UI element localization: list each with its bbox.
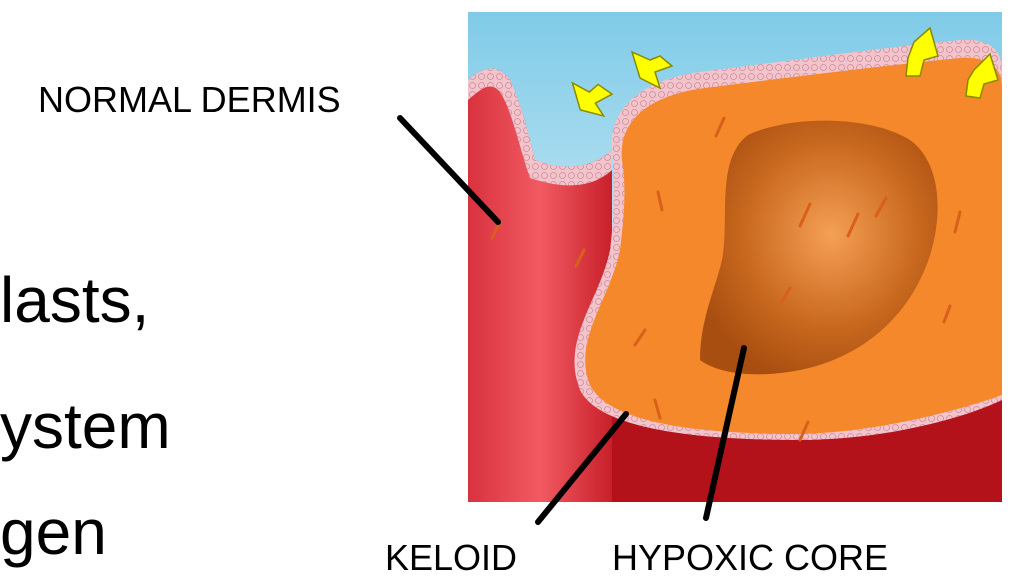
label-normal-dermis: NORMAL DERMIS	[38, 82, 341, 118]
slide-text-line: lasts,	[0, 268, 149, 332]
slide-text-line: gen	[0, 500, 107, 564]
label-keloid: KELOID	[385, 540, 517, 576]
slide-text-line: ystem	[0, 394, 171, 458]
label-hypoxic-core: HYPOXIC CORE	[612, 540, 888, 576]
